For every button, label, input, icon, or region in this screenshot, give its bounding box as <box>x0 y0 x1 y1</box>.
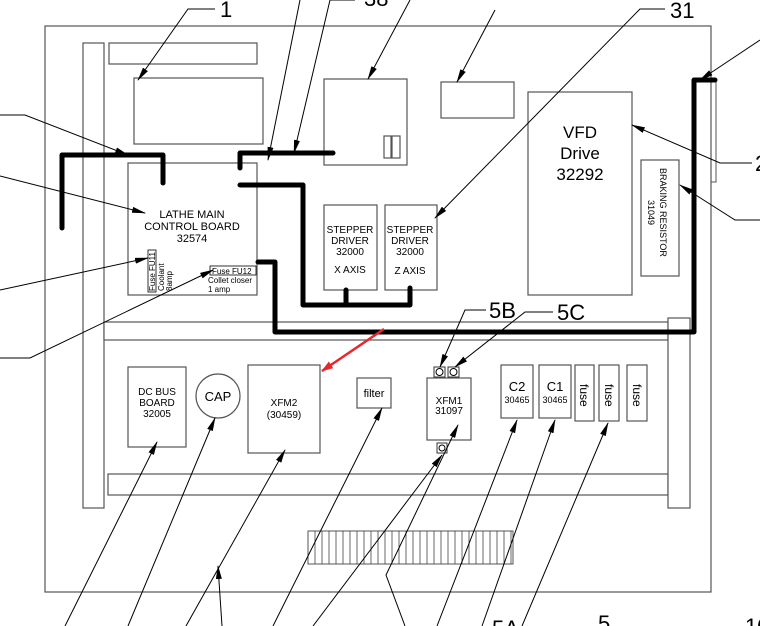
fuse-3 <box>626 364 648 422</box>
fu11-desc2: 8amp <box>165 270 174 291</box>
right-din-rail <box>667 317 691 509</box>
capacitor-c1 <box>538 364 572 419</box>
dcbus-line2: BOARD <box>139 398 175 409</box>
fuse-1 <box>574 364 595 422</box>
capacitor-c2 <box>500 364 534 419</box>
stepper-x-axis: X AXIS <box>334 265 366 276</box>
stepper-z-line2: DRIVER <box>391 236 429 247</box>
callout-1: 1 <box>220 0 232 22</box>
top-left-box <box>133 77 264 145</box>
xfm2-part: (30459) <box>267 410 301 421</box>
c1-part: 30465 <box>542 395 567 405</box>
fu12-desc1: Collet closer <box>208 276 252 285</box>
xfm1-transformer <box>426 377 472 441</box>
top-din-rail <box>108 42 258 65</box>
main-board-line2: CONTROL BOARD <box>144 221 240 233</box>
terminal-5b <box>433 366 446 378</box>
vfd-line2: Drive <box>560 144 600 163</box>
fuse-2 <box>598 364 620 422</box>
cap-label: CAP <box>205 389 232 404</box>
terminal-5c <box>447 366 460 378</box>
c2-label: C2 <box>509 379 526 394</box>
fuse-3-label: fuse <box>630 384 644 407</box>
heatsink <box>307 530 514 565</box>
callout-2: 2 <box>755 151 760 176</box>
callout-5: 5 <box>598 611 610 626</box>
callout-31: 31 <box>670 0 694 23</box>
callout-38: 38 <box>364 0 388 11</box>
callout-5c: 5C <box>557 300 585 325</box>
stepper-x-line1: STEPPER <box>327 225 374 236</box>
main-board-line1: LATHE MAIN <box>159 209 224 221</box>
top-right-box <box>440 81 515 119</box>
stepper-driver-z <box>384 204 438 291</box>
fuse-1-label: fuse <box>577 384 591 407</box>
xfm2-transformer <box>247 364 321 454</box>
dc-bus-board <box>127 366 187 448</box>
xfm1-label: XFM1 <box>436 396 463 407</box>
vfd-drive <box>527 91 633 296</box>
left-din-rail <box>82 42 105 509</box>
vfd-line1: VFD <box>563 123 597 142</box>
highlight-arrow <box>321 327 385 373</box>
panel-outline <box>44 25 712 593</box>
connector-a <box>383 135 392 159</box>
dcbus-line1: DC BUS <box>138 387 176 398</box>
fu11-label: Fuse FU11 <box>148 251 157 291</box>
c2-part: 30465 <box>504 395 529 405</box>
fuse-2-label: fuse <box>602 384 616 407</box>
callout-5a: 5A <box>492 616 519 626</box>
stepper-z-line1: STEPPER <box>387 225 434 236</box>
callout-5b: 5B <box>489 298 516 323</box>
dcbus-part: 32005 <box>143 409 171 420</box>
braking-part: 31049 <box>646 200 656 225</box>
stepper-driver-x <box>323 204 378 291</box>
xfm2-label: XFM2 <box>271 398 298 409</box>
fu11-desc1: Coolant <box>157 263 166 291</box>
fu12-label: Fuse FU12 <box>212 267 252 276</box>
fu12-desc2: 1 amp <box>208 285 231 294</box>
bottom-din-rail <box>107 473 669 496</box>
stepper-x-line2: DRIVER <box>331 236 369 247</box>
callout-10: 10 <box>745 614 760 626</box>
fuse-fu11 <box>147 249 157 293</box>
stepper-z-axis: Z AXIS <box>394 266 425 277</box>
main-board-part: 32574 <box>177 233 208 245</box>
vfd-part: 32292 <box>556 165 603 184</box>
filter-label: filter <box>364 388 385 400</box>
right-side-strip <box>710 79 717 183</box>
xfm1-part: 31097 <box>435 406 463 417</box>
braking-resistor <box>640 159 680 277</box>
capacitor <box>195 373 241 419</box>
filter <box>356 377 392 409</box>
stepper-z-part: 32000 <box>396 247 424 258</box>
connector-b <box>391 135 401 159</box>
stepper-x-part: 32000 <box>336 247 364 258</box>
braking-label: BRAKING RESISTOR <box>658 168 668 257</box>
c1-label: C1 <box>547 379 564 394</box>
